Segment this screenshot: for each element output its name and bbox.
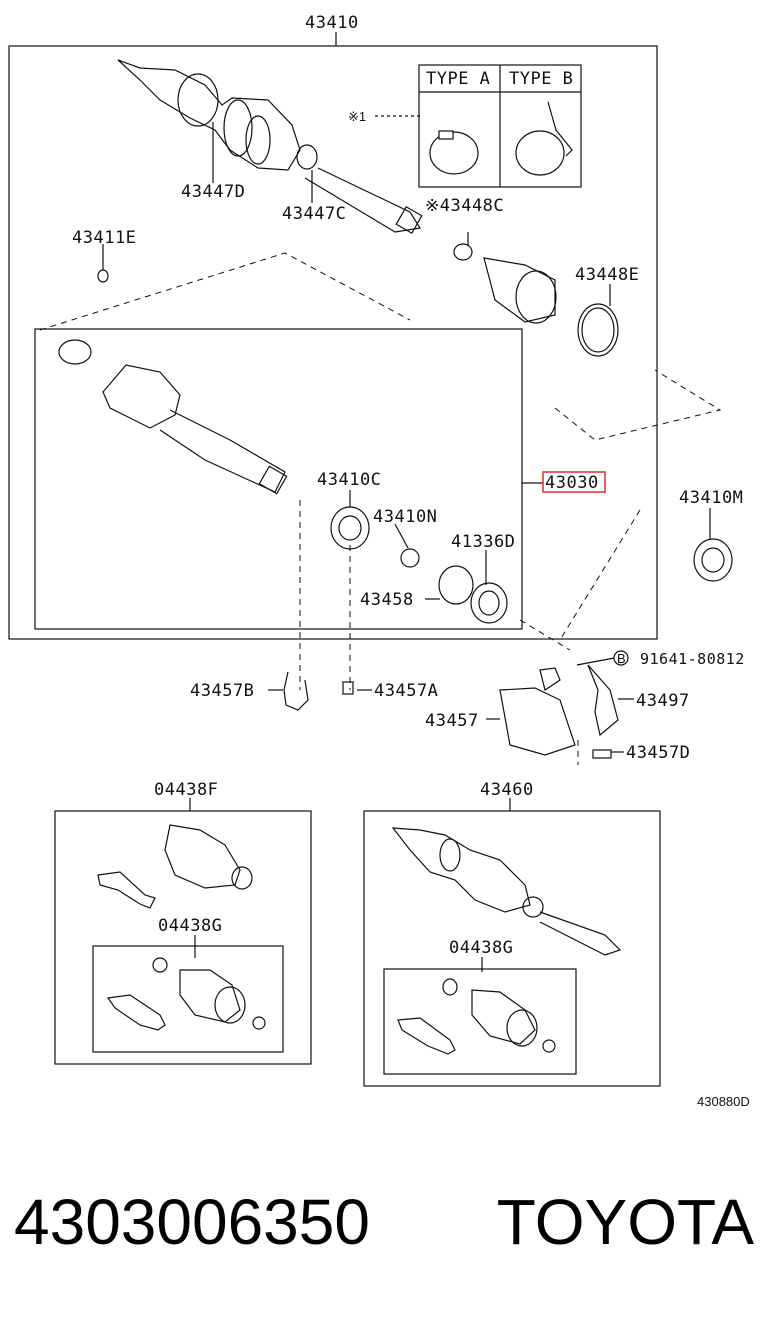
label-43457: 43457: [425, 711, 479, 731]
kit-04438G-right-frame: [383, 968, 577, 1075]
label-43458: 43458: [360, 590, 414, 610]
label-43410M: 43410M: [679, 488, 743, 508]
label-41336D: 41336D: [451, 532, 515, 552]
kit-43460-frame: [363, 810, 661, 1087]
label-type-b: TYPE B: [509, 69, 573, 89]
label-43460: 43460: [480, 780, 534, 800]
label-43457B: 43457B: [190, 681, 254, 701]
label-43448E: 43448E: [575, 265, 639, 285]
label-diagram-code: 430880D: [697, 1094, 750, 1109]
kit-04438G-left-frame: [92, 945, 284, 1053]
kit-04438F-frame: [54, 810, 312, 1065]
label-43410: 43410: [305, 13, 359, 33]
label-43497: 43497: [636, 691, 690, 711]
label-43457D: 43457D: [626, 743, 690, 763]
label-type-a: TYPE A: [426, 69, 490, 89]
label-43447D: 43447D: [181, 182, 245, 202]
label-43410N: 43410N: [373, 507, 437, 527]
label-43410C: 43410C: [317, 470, 381, 490]
label-43448C: ※43448C: [425, 196, 504, 216]
label-04438G-left: 04438G: [158, 916, 222, 936]
label-43447C: 43447C: [282, 204, 346, 224]
caption-brand: TOYOTA: [496, 1186, 754, 1258]
label-bolt-mark: B: [617, 651, 626, 666]
inner-assembly-frame: [34, 328, 523, 630]
label-91641: 91641-80812: [640, 650, 745, 668]
caption-bar: 4303006350 TOYOTA: [14, 1190, 754, 1254]
label-note-mark: ※1: [348, 109, 366, 124]
label-43457A: 43457A: [374, 681, 438, 701]
caption-part-number: 4303006350: [14, 1186, 370, 1258]
highlight-43030-box: [542, 471, 606, 493]
exploded-parts-diagram: 43410 TYPE A TYPE B ※1 43447D 43447C ※43…: [8, 13, 750, 1109]
label-04438G-right: 04438G: [449, 938, 513, 958]
label-43411E: 43411E: [72, 228, 136, 248]
label-04438F: 04438F: [154, 780, 218, 800]
label-43030: 43030: [545, 473, 599, 493]
main-assembly-frame: [8, 45, 658, 640]
